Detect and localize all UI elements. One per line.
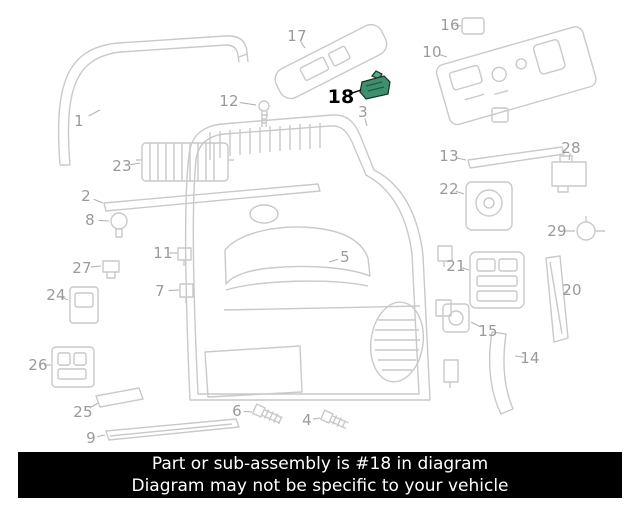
leader-lines — [43, 24, 575, 438]
part-label-23: 23 — [112, 157, 132, 175]
part-label-4: 4 — [302, 411, 312, 429]
leader-line-15 — [470, 321, 481, 328]
part-label-25: 25 — [73, 403, 93, 421]
leader-line-21 — [461, 267, 470, 271]
leader-line-1 — [88, 109, 101, 117]
part-label-27: 27 — [72, 259, 92, 277]
part-label-11: 11 — [153, 244, 173, 262]
banner-line1: Part or sub-assembly is #18 in diagram — [151, 454, 489, 474]
part-label-22: 22 — [439, 180, 459, 198]
part-label-2: 2 — [81, 187, 91, 205]
part-label-16: 16 — [440, 16, 460, 34]
leader-line-13 — [456, 157, 467, 161]
leader-line-18 — [349, 89, 362, 95]
leader-line-5 — [328, 258, 338, 263]
leader-line-28 — [568, 153, 571, 161]
part-label-28: 28 — [561, 139, 581, 157]
leader-line-6 — [243, 410, 253, 413]
part-label-24: 24 — [46, 286, 66, 304]
leader-line-20 — [562, 291, 569, 295]
part-label-12: 12 — [219, 92, 239, 110]
leader-line-16 — [454, 24, 462, 27]
part-label-9: 9 — [86, 429, 96, 447]
part-label-10: 10 — [422, 43, 442, 61]
part-label-20: 20 — [562, 281, 582, 299]
faded-parts-art — [51, 17, 605, 441]
leader-line-9 — [97, 434, 106, 438]
leader-line-17 — [300, 41, 306, 49]
leader-line-4 — [312, 417, 321, 420]
part-label-3: 3 — [358, 103, 368, 121]
leader-line-24 — [61, 296, 69, 301]
leader-line-10 — [438, 53, 448, 58]
leader-line-22 — [455, 190, 465, 195]
leader-line-2 — [93, 198, 104, 204]
banner-line2: Diagram may not be specific to your vehi… — [131, 476, 509, 496]
leader-line-8 — [98, 219, 110, 222]
info-banner: Part or sub-assembly is #18 in diagram D… — [18, 452, 622, 498]
leader-line-12 — [239, 102, 257, 106]
highlighted-clip-body — [359, 75, 391, 100]
leader-line-3 — [364, 118, 368, 127]
part-label-15: 15 — [478, 322, 498, 340]
part-label-7: 7 — [155, 282, 165, 300]
part-label-6: 6 — [232, 402, 242, 420]
part-label-26: 26 — [28, 356, 48, 374]
leader-line-25 — [89, 402, 99, 409]
part-label-14: 14 — [520, 349, 540, 367]
leader-line-27 — [90, 265, 102, 268]
leader-line-7 — [168, 289, 180, 292]
exploded-diagram-art — [51, 17, 605, 441]
part-label-13: 13 — [439, 147, 459, 165]
part-label-29: 29 — [547, 222, 567, 240]
part-label-18: 18 — [327, 86, 355, 108]
part-label-8: 8 — [85, 211, 95, 229]
leader-line-14 — [514, 355, 524, 358]
part-label-21: 21 — [446, 257, 466, 275]
part-label-5: 5 — [340, 248, 350, 266]
leader-line-23 — [130, 162, 141, 166]
part-label-17: 17 — [287, 27, 307, 45]
part-label-1: 1 — [74, 112, 84, 130]
highlighted-part-18 — [359, 70, 391, 100]
